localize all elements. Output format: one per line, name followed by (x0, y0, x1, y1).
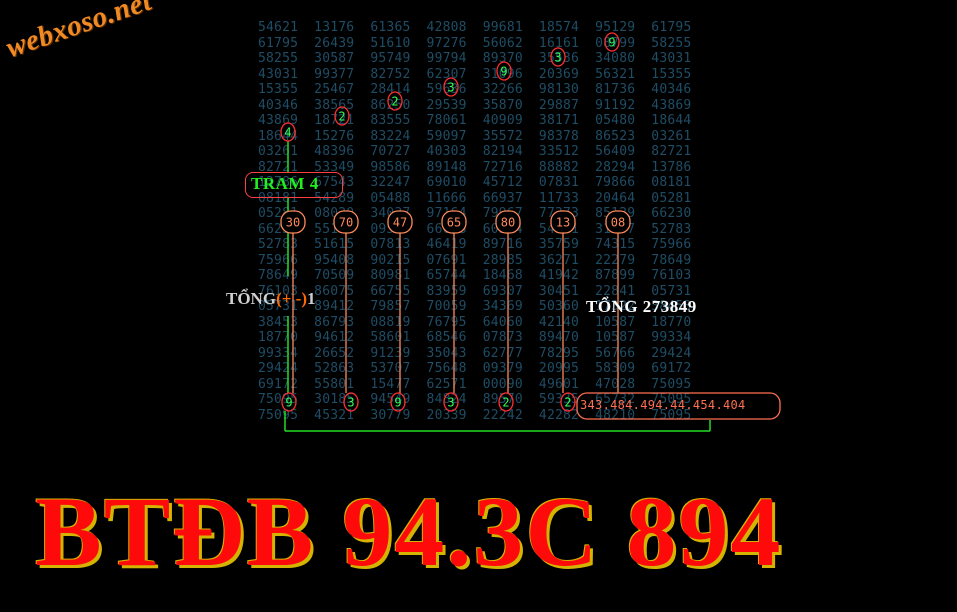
headline: BTĐB 94.3C 894 (35, 476, 783, 587)
grid-row: 82721 53349 98586 89148 72716 88882 2829… (258, 159, 692, 175)
top-circle-digit: 9 (608, 36, 615, 50)
top-circle-digit: 9 (500, 65, 507, 79)
box-number-box (605, 210, 631, 234)
box-number-box (280, 210, 306, 234)
bottom-circle-digit: 3 (347, 396, 354, 410)
box-number-box (550, 210, 576, 234)
grid-row: 05731 89412 79857 70059 34369 50360 1732… (258, 299, 692, 314)
top-circle-digit: 3 (447, 81, 454, 95)
top-circle-ring (387, 91, 403, 111)
bottom-circle-ring (390, 392, 406, 412)
bottom-circle-ring (498, 392, 514, 412)
box-number-box (441, 210, 467, 234)
top-circle-ring (550, 47, 566, 67)
top-circle-ring (443, 77, 459, 97)
highlight-circles: 4 2 2 3 9 3 9 30 70 47 65 80 13 08 9 3 9 3 2 2 (280, 32, 631, 412)
grid-row: 08181 54289 05488 11666 66937 11733 2046… (258, 190, 692, 206)
grid-row: 13786 67543 32247 69010 45712 07831 7986… (258, 175, 692, 190)
tong-right-label: TỔNG 273849 (586, 297, 697, 316)
grid-row: 18644 15276 83224 59097 35572 98378 8652… (258, 128, 692, 144)
top-circle-ring (280, 122, 296, 142)
grid-row: 18770 94612 58601 68546 07873 89470 1058… (258, 330, 692, 345)
bottom-circle-ring (343, 392, 359, 412)
top-circle-digit: 2 (391, 95, 398, 109)
box-number-value: 08 (611, 216, 625, 230)
connector-lines (284, 141, 781, 432)
grid-row: 38453 86793 08819 76795 64060 42140 1058… (258, 314, 692, 330)
top-circle-digit: 2 (338, 110, 345, 124)
bottom-circle-digit: 9 (285, 396, 292, 410)
grid-row: 40346 38565 86250 29539 35870 29887 9119… (258, 97, 692, 113)
box-number-box (333, 210, 359, 234)
tram-label: TRAM 4 (251, 174, 319, 193)
top-circle-ring (334, 106, 350, 126)
tong-left-prefix: TỔNG (226, 289, 277, 308)
grid-row: 75095 30185 94549 84824 89570 59335 6573… (258, 392, 692, 407)
tong-left-suffix: 1 (306, 289, 316, 308)
tong-left-label: TỔNG(+ -)1 (226, 289, 315, 309)
grid-row: 43031 99377 82752 62307 31096 20369 5632… (258, 66, 692, 82)
box-number-value: 47 (393, 216, 407, 230)
bottom-circle-ring (281, 392, 297, 412)
top-circle-digit: 3 (554, 51, 561, 65)
grid-row: 76103 86075 66755 83959 69307 30451 2284… (258, 283, 692, 299)
number-grid: 54621 13176 61365 42808 99681 18574 9512… (258, 20, 691, 423)
bottom-circle-digit: 2 (564, 396, 571, 410)
tong-left-middle: (+ -) (276, 289, 307, 308)
bottom-circle-ring (560, 392, 576, 412)
box-number-value: 30 (286, 216, 300, 230)
box-number-box (387, 210, 413, 234)
bottom-circle-ring (443, 392, 459, 412)
box-number-value: 70 (339, 216, 353, 230)
grid-row: 58255 30587 95749 99794 89370 35536 3408… (258, 51, 692, 66)
bottom-circle-digit: 9 (394, 396, 401, 410)
box-number-value: 80 (501, 216, 515, 230)
sequence-label: 343.484.494.44.454.404 (580, 398, 746, 412)
top-circle-digit: 4 (284, 126, 291, 140)
grid-row: 54621 13176 61365 42808 99681 18574 9512… (258, 20, 692, 35)
bottom-circle-digit: 3 (447, 396, 454, 410)
sequence-box (576, 392, 781, 420)
grid-row: 61795 26439 51610 97276 56062 16161 0879… (258, 35, 692, 51)
top-circle-ring (496, 61, 512, 81)
top-circle-ring (604, 32, 620, 52)
box-number-value: 65 (447, 216, 461, 230)
bottom-circle-digit: 2 (502, 396, 509, 410)
box-number-box (495, 210, 521, 234)
box-number-value: 13 (556, 216, 570, 230)
tram-box (245, 172, 343, 198)
